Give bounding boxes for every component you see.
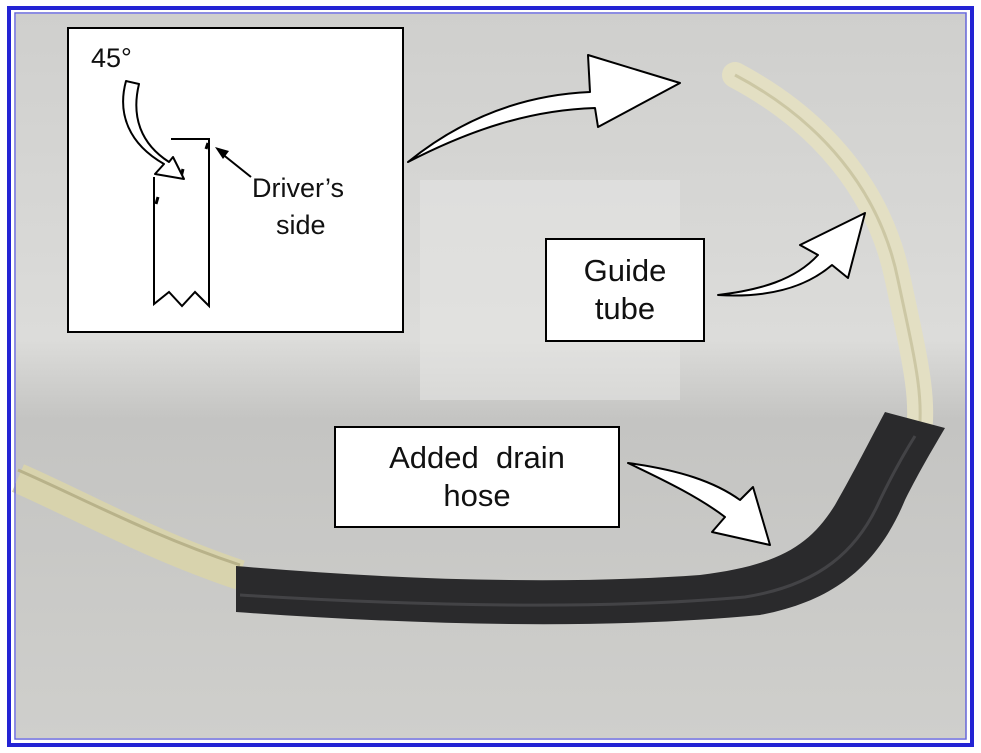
cut-angle-inset: 45° Driver’s side [67,27,404,333]
drain-hose-label: Added drain hose [334,426,620,528]
tube-end-drawing [122,80,252,309]
guide-tube-left-edge [17,468,241,567]
drivers-side-pointer [220,152,252,178]
tube-end-outline [153,138,210,309]
drivers-side-pointer-head [215,147,229,159]
guide-tube-highlight [734,73,922,441]
cut-line-dash-3 [154,196,160,205]
drain-hose-label-line2: hose [443,478,511,513]
drain-hose-highlight [239,435,917,607]
frame-inner-border [14,12,967,740]
guide-tube-arrow [717,212,866,297]
inset-to-tube-arrow [407,54,681,163]
cut-line-dash-2 [204,142,210,150]
guide-tube-label: Guide tube [545,238,705,342]
guide-tube-label-line2: tube [594,291,656,326]
angle-label: 45° [91,43,132,73]
drain-hose [236,412,945,625]
guide-tube-label-line1: Guide [583,253,667,288]
drivers-side-label-line1: Driver’s [252,173,345,203]
guide-tube-left-end [12,464,245,590]
drain-hose-arrow [627,462,771,546]
drain-hose-label-line1: Added drain [389,440,565,475]
frame-border [7,6,974,747]
drivers-side-label-line2: side [276,210,326,240]
angle-arrow [122,80,185,180]
